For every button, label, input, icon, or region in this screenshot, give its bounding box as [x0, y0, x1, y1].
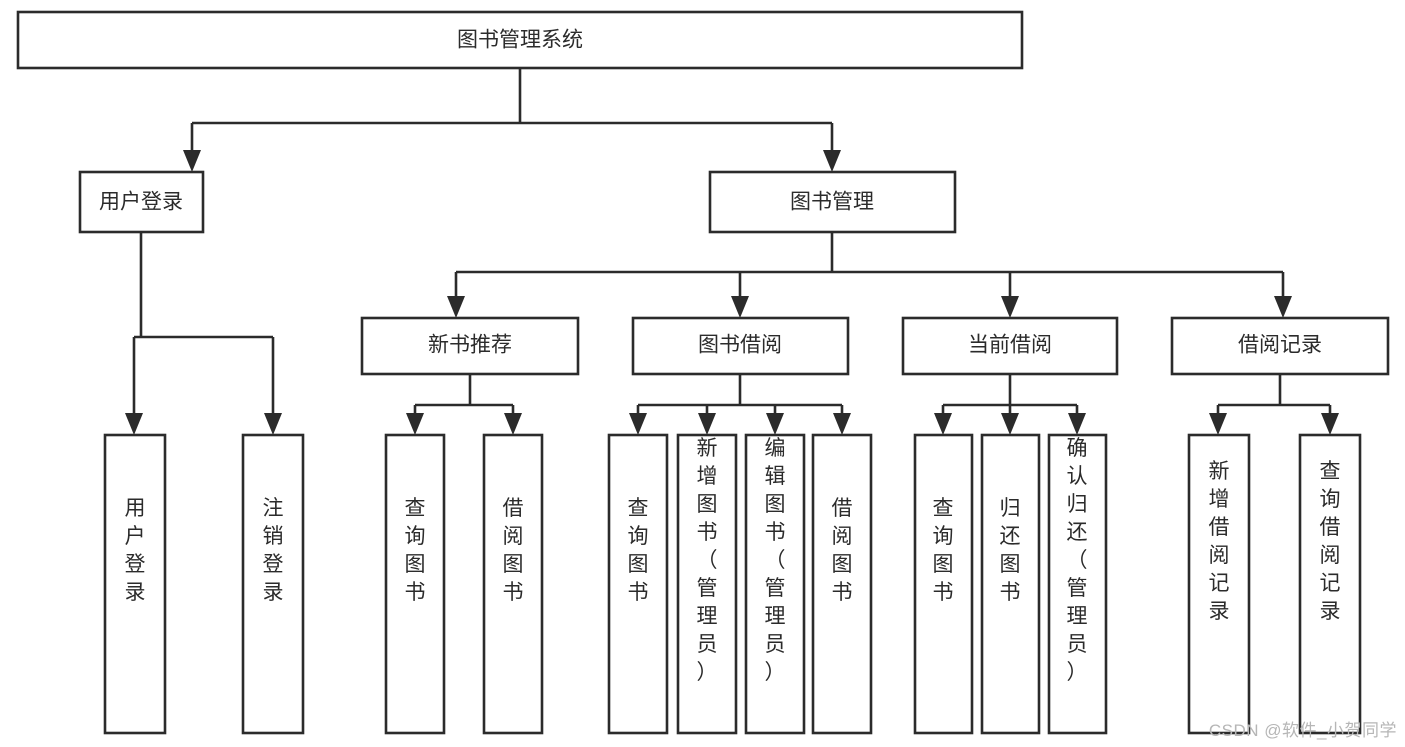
leaf-book-borrow-3-label: 编辑图书（管理员） [765, 437, 786, 684]
leaf-current-borrow-1-box[interactable] [913, 433, 974, 735]
arrow-current-borrow-leaf-3-icon [1068, 413, 1086, 435]
arrow-book-mgmt-to-current-icon [1001, 296, 1019, 318]
leaf-current-borrow-3-box[interactable] [1047, 433, 1108, 735]
leaf-user-login-2-box[interactable] [241, 433, 305, 735]
arrow-borrow-record-leaf-2-icon [1321, 413, 1339, 435]
connector-group-root [183, 68, 841, 172]
arrow-book-borrow-leaf-3-icon [766, 413, 784, 435]
arrow-root-to-book-mgmt-icon [823, 150, 841, 172]
leaf-book-borrow-2[interactable]: 新增图书（管理员） [676, 433, 738, 735]
leaf-book-borrow-1[interactable]: 查询图书 [607, 433, 669, 735]
node-book-borrow[interactable]: 图书借阅 [631, 316, 850, 376]
connector-group-new-book [406, 374, 522, 435]
leaf-book-borrow-3[interactable]: 编辑图书（管理员） [744, 433, 806, 735]
leaf-current-borrow-2-box[interactable] [980, 433, 1041, 735]
connector-group-current-borrow [934, 374, 1086, 435]
arrow-book-borrow-leaf-4-icon [833, 413, 851, 435]
leaf-current-borrow-2-label: 归还图书 [1000, 497, 1021, 604]
leaf-new-book-2-label: 借阅图书 [503, 497, 524, 604]
node-book-management[interactable]: 图书管理 [708, 170, 957, 234]
arrow-user-login-leaf-2-icon [264, 413, 282, 435]
leaf-book-borrow-3-box[interactable] [744, 433, 806, 735]
connector-group-book-mgmt [447, 232, 1292, 318]
leaf-user-login-1-box[interactable] [103, 433, 167, 735]
leaf-borrow-record-1-box[interactable] [1187, 433, 1251, 735]
leaf-current-borrow-3[interactable]: 确认归还（管理员） [1047, 433, 1108, 735]
node-book-borrow-label: 图书借阅 [698, 334, 782, 357]
leaf-new-book-2[interactable]: 借阅图书 [482, 433, 544, 735]
leaf-user-login-1[interactable]: 用户登录 [103, 433, 167, 735]
arrow-borrow-record-leaf-1-icon [1209, 413, 1227, 435]
node-current-borrow-label: 当前借阅 [968, 334, 1052, 357]
node-book-borrow-box[interactable] [631, 316, 850, 376]
node-borrow-record[interactable]: 借阅记录 [1170, 316, 1390, 376]
arrow-book-mgmt-to-new-book-icon [447, 296, 465, 318]
leaf-book-borrow-4-label: 借阅图书 [832, 497, 853, 604]
arrow-root-to-user-login-icon [183, 150, 201, 172]
node-book-management-box[interactable] [708, 170, 957, 234]
arrow-book-borrow-leaf-2-icon [698, 413, 716, 435]
arrow-book-mgmt-to-borrow-icon [731, 296, 749, 318]
connector-group-user-login [125, 232, 282, 435]
node-new-book-recommend-label: 新书推荐 [428, 334, 512, 357]
leaf-borrow-record-1[interactable]: 新增借阅记录 [1187, 433, 1251, 735]
csdn-watermark: CSDN @软件_小贺同学 [1208, 721, 1397, 740]
leaf-book-borrow-4-box[interactable] [811, 433, 873, 735]
leaf-borrow-record-2-box[interactable] [1298, 433, 1362, 735]
arrow-current-borrow-leaf-2-icon [1001, 413, 1019, 435]
arrow-book-mgmt-to-record-icon [1274, 296, 1292, 318]
leaf-new-book-1-label: 查询图书 [405, 497, 426, 604]
leaf-book-borrow-2-label: 新增图书（管理员） [697, 437, 718, 684]
leaf-new-book-2-box[interactable] [482, 433, 544, 735]
node-user-login[interactable]: 用户登录 [78, 170, 205, 234]
node-current-borrow-box[interactable] [901, 316, 1119, 376]
leaf-user-login-2[interactable]: 注销登录 [241, 433, 305, 735]
leaf-current-borrow-1-label: 查询图书 [933, 497, 954, 604]
leaf-borrow-record-2-label: 查询借阅记录 [1320, 460, 1341, 623]
arrow-new-book-leaf-2-icon [504, 413, 522, 435]
leaf-current-borrow-1[interactable]: 查询图书 [913, 433, 974, 735]
leaf-borrow-record-1-label: 新增借阅记录 [1209, 460, 1230, 623]
node-borrow-record-box[interactable] [1170, 316, 1390, 376]
node-root-system-box[interactable] [16, 10, 1024, 70]
leaf-book-borrow-1-label: 查询图书 [628, 497, 649, 604]
leaf-new-book-1[interactable]: 查询图书 [384, 433, 446, 735]
leaf-current-borrow-2[interactable]: 归还图书 [980, 433, 1041, 735]
arrow-user-login-leaf-1-icon [125, 413, 143, 435]
node-root-system-label: 图书管理系统 [457, 29, 583, 52]
leaf-user-login-2-label: 注销登录 [263, 497, 284, 604]
node-current-borrow[interactable]: 当前借阅 [901, 316, 1119, 376]
leaf-borrow-record-2[interactable]: 查询借阅记录 [1298, 433, 1362, 735]
node-user-login-box[interactable] [78, 170, 205, 234]
leaf-book-borrow-2-box[interactable] [676, 433, 738, 735]
leaf-current-borrow-3-label: 确认归还（管理员） [1067, 437, 1088, 684]
leaf-user-login-1-label: 用户登录 [125, 497, 146, 604]
node-root-system[interactable]: 图书管理系统 [16, 10, 1024, 70]
node-borrow-record-label: 借阅记录 [1238, 334, 1322, 357]
connector-group-book-borrow [629, 374, 851, 435]
arrow-new-book-leaf-1-icon [406, 413, 424, 435]
node-book-management-label: 图书管理 [790, 191, 874, 214]
leaf-new-book-1-box[interactable] [384, 433, 446, 735]
arrow-book-borrow-leaf-1-icon [629, 413, 647, 435]
node-new-book-recommend-box[interactable] [360, 316, 580, 376]
node-new-book-recommend[interactable]: 新书推荐 [360, 316, 580, 376]
arrow-current-borrow-leaf-1-icon [934, 413, 952, 435]
leaf-book-borrow-4[interactable]: 借阅图书 [811, 433, 873, 735]
connector-group-borrow-record [1209, 374, 1339, 435]
leaf-book-borrow-1-box[interactable] [607, 433, 669, 735]
node-user-login-label: 用户登录 [99, 191, 183, 214]
